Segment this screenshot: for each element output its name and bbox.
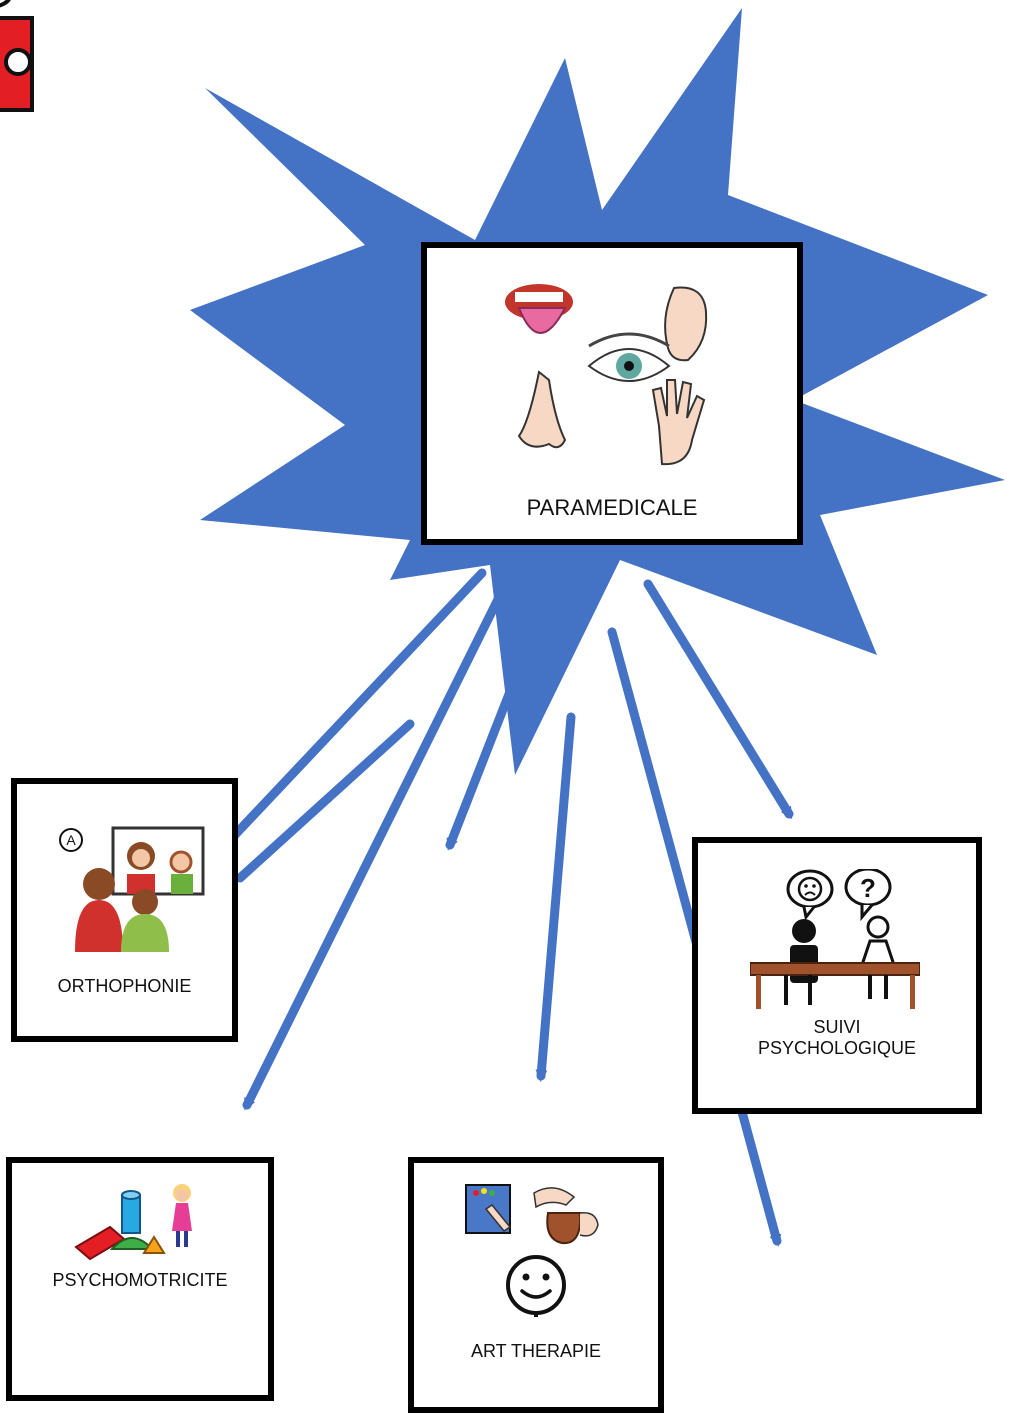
arrow-to-center-left: [445, 643, 532, 851]
puzzle-logo-icon: [0, 0, 34, 112]
suivi-label-line2: PSYCHOLOGIQUE: [757, 1038, 917, 1058]
suivi-label-line1: SUIVI: [813, 1017, 861, 1037]
orthophonie-label: ORTHOPHONIE: [57, 976, 192, 996]
card-orthophonie[interactable]: A ORTHOPHONIE: [11, 778, 238, 1042]
arrow-to-orthophonie-b: [235, 719, 415, 883]
arrow-to-suivi: [643, 579, 794, 820]
suivi-psychologique-label: SUIVI PSYCHOLOGIQUE: [698, 1017, 976, 1059]
center-label: PARAMEDICALE: [526, 495, 698, 520]
arrow-to-psychomotricite: [242, 558, 521, 1111]
arrow-to-orthophonie-a: [227, 568, 487, 843]
card-suivi-psychologique[interactable]: ? SUIVI PSYCHOLOGIQUE: [692, 837, 982, 1114]
card-psychomotricite[interactable]: PSYCHOMOTRICITE: [6, 1157, 274, 1401]
connector-arrows: [227, 558, 794, 1247]
psychomotricite-label: PSYCHOMOTRICITE: [52, 1270, 228, 1290]
psychomotor-icon: [74, 1184, 192, 1261]
svg-text:?: ?: [860, 873, 876, 903]
arrow-to-art-therapie: [535, 712, 576, 1082]
senses-icon: [505, 284, 708, 466]
svg-text:A: A: [66, 832, 76, 848]
card-art-therapie[interactable]: ART THERAPIE: [408, 1157, 664, 1413]
speech-therapy-icon: A: [59, 826, 205, 952]
psychological-followup-icon: ?: [750, 869, 920, 1009]
center-card-paramedicale[interactable]: PARAMEDICALE: [421, 242, 803, 545]
art-therapie-label: ART THERAPIE: [470, 1341, 602, 1361]
art-therapy-icon: [465, 1184, 599, 1317]
